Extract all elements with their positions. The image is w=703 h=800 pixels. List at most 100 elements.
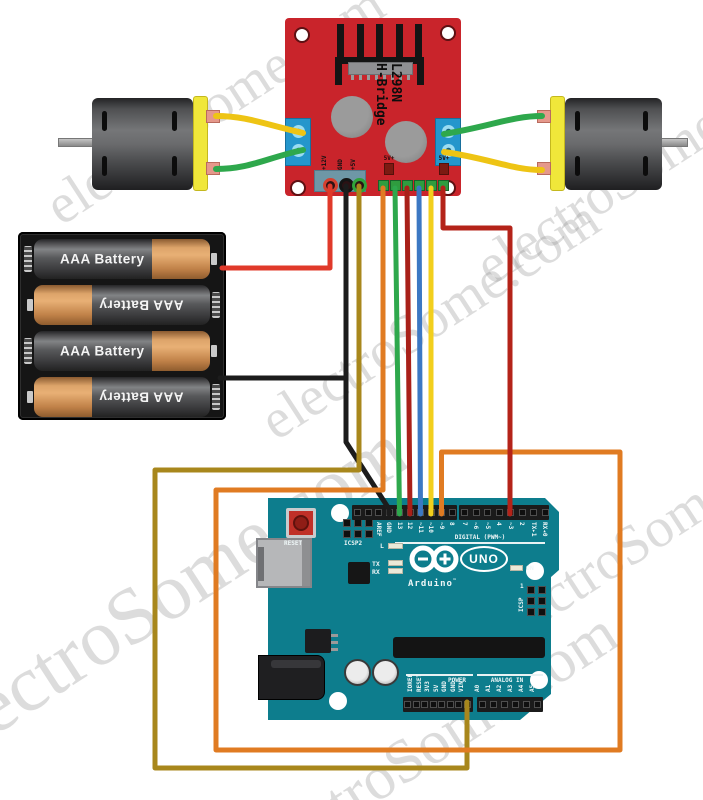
pin-label: A4 [517,684,525,692]
header-pin [413,180,425,191]
header-pin [425,180,437,191]
atmega-chip [393,637,545,658]
pin-label: GND [441,681,448,692]
pin-label: +12V [321,155,328,170]
led-tx-label: TX [372,560,380,568]
header-pin [401,180,413,191]
battery-cell: AAA Battery [22,284,222,326]
pin [429,701,437,708]
mounting-hole [440,25,456,41]
pin [354,509,361,516]
jumper [439,163,449,175]
arduino-brand: Arduino™ [408,578,457,589]
reset-label: RESET [284,540,303,547]
pin [421,701,428,708]
led-rx [388,568,403,574]
motor-terminal [206,162,220,175]
uno-badge: UNO [460,546,508,572]
battery-label: AAA Battery [99,297,184,313]
pin [412,701,420,708]
pin-label: TX▸1 [529,522,537,537]
voltage-regulator [305,629,331,653]
pin [484,509,491,516]
pin-label: RESET [415,673,423,692]
header-pin [437,180,449,191]
l298n-gnd-wire [343,183,392,517]
pin [479,701,486,708]
motor-body [92,98,193,190]
led-l [388,543,403,549]
pin-label: IOREF [407,673,414,692]
pin [512,701,519,708]
battery-label: AAA Battery [60,343,145,359]
motor-shaft [58,138,94,147]
pin [455,701,462,708]
mounting-hole [294,27,310,43]
pin [396,509,403,516]
header-pin [377,180,389,191]
pin [438,509,445,516]
pin-label: A5 [528,684,536,692]
battery-label: AAA Battery [60,251,145,267]
pin [472,509,480,516]
capacitor [331,96,373,138]
header-pin [389,180,401,191]
pin-label: A0 [473,684,481,692]
pin-label: A1 [484,684,492,692]
pin-label: +5V [350,159,357,170]
reset-button [286,508,316,538]
pin [463,701,471,708]
battery-label: AAA Battery [99,389,184,405]
capacitor [372,659,399,686]
pin [490,701,497,708]
on-label: ON [526,564,534,572]
pin [375,509,382,516]
motor-body [565,98,662,190]
pin [427,509,435,516]
in2-wire-green [392,185,402,517]
jumper [384,163,394,175]
battery-cell: AAA Battery [22,238,222,280]
battery-positive-wire [219,183,333,271]
pin-label: 3V3 [424,681,431,692]
led-l-label: L [380,542,384,550]
pin [530,509,537,516]
icsp-label: ICSP [518,597,525,612]
motor-shaft [660,138,688,147]
pin [364,509,372,516]
pin [446,701,454,708]
in3-wire-darkred [404,185,413,517]
pin-label: A2 [495,684,503,692]
motor-terminal [537,162,551,175]
pin [417,509,424,516]
pin-label: GND [449,681,457,692]
icsp-header [527,586,546,616]
arduino-infinity-logo [409,545,459,573]
jumper-label: 5V+ [438,155,450,162]
driver-ic [348,62,413,75]
mounting-hole [290,180,306,196]
power-jack [258,655,325,700]
usb-interface-chip [348,562,370,584]
capacitor [344,659,371,686]
terminal-5v [351,177,367,193]
motor-a-terminal [285,118,311,166]
pin [461,509,468,516]
battery-cell: AAA Battery [22,376,222,418]
battery-holder: AAA Battery AAA Battery AAA Battery AAA … [18,232,226,420]
led-tx [388,560,403,566]
pin [448,509,456,516]
icsp2-header [343,519,373,538]
jumper-label: 5V+ [383,155,395,162]
icsp2-label: ICSP2 [344,540,363,547]
pin-label: RX◂0 [541,522,548,537]
led-on [510,565,523,571]
enb-wire-red [440,185,513,517]
pin-label: 5V [432,684,440,692]
